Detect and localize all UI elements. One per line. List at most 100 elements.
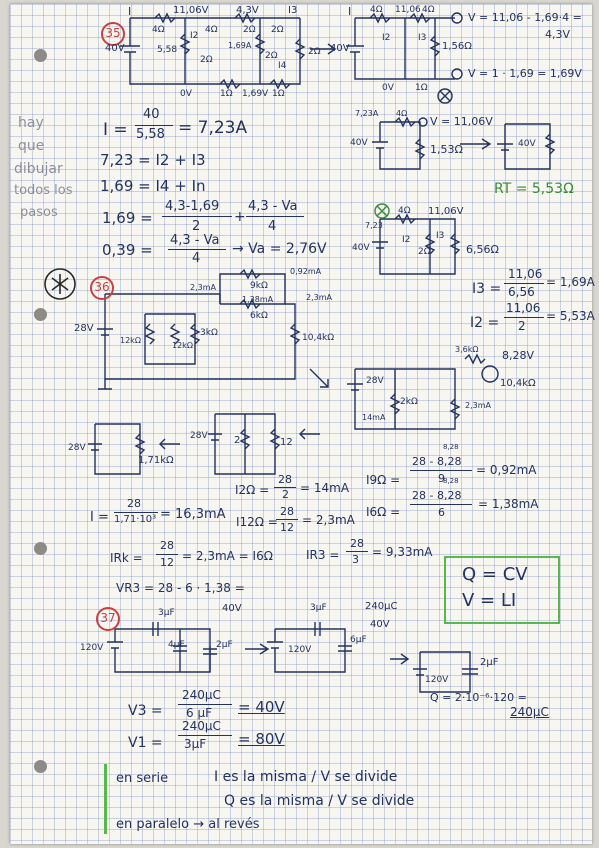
source-label: 28V [190,431,208,441]
current-label: 1,38mA [242,295,274,304]
current-label: I2 [382,33,391,43]
equation-lhs: V1 = [128,735,163,751]
equation-result: = 14mA [300,481,350,495]
side-note-line: hay [18,115,44,131]
fraction-bar [178,704,232,705]
capacitor-label: 2μF [216,640,233,650]
formula-line: Q = CV [462,564,528,585]
fraction-bar [246,216,304,217]
fraction-denominator: 4 [268,219,277,234]
equation-line: V = 1 · 1,69 = 1,69V [468,67,582,80]
resistor-label: 1Ω [415,83,428,93]
fraction-denominator: 3 [352,553,359,566]
fraction-bar [162,216,232,217]
fraction-denominator: 6 μF [186,706,212,720]
current-label: 14mA [362,413,386,422]
source-label: 120V [425,675,449,685]
current-label: I3 [436,231,445,241]
equation-result: = 16,3mA [160,507,226,522]
fraction-bar [504,283,544,284]
annotation-value: 8,28 [443,443,459,451]
equation-lhs: 0,39 = [102,241,153,259]
equation-lhs: I = [103,120,128,140]
fraction-bar [346,551,368,552]
resistor-label: 5,58 [157,45,178,55]
note-margin-line [104,764,107,834]
resistor-label: 1,53Ω [430,143,463,156]
resistor-label: 4Ω [370,5,383,15]
resistor-label: 4Ω [205,25,218,35]
current-label: 7,23 [365,221,383,230]
resistor-label: 3kΩ [200,328,218,338]
equation-result: = 5,53A [546,309,595,323]
fraction-bar [410,504,472,505]
fraction-bar [276,519,298,520]
resistor-label: 2Ω [200,55,213,65]
total-resistance: RT = 5,53Ω [494,181,574,197]
resistor-label: 1Ω [220,89,233,99]
fraction-bar [135,125,173,126]
resistor-label: 10,4kΩ [302,333,335,343]
fraction-bar [274,487,296,488]
fraction-denominator: 5,58 [136,127,165,142]
side-note-line: pasos [20,205,58,220]
notebook-page: 35 I 11,06V 4,3V I3 4Ω 4Ω 2Ω 2Ω 40V 5,58… [10,4,595,844]
equation-lhs: I2Ω = [235,483,270,497]
formula-box [444,556,560,624]
fraction-numerator: 28 - 8,28 [412,489,462,502]
source-label: 40V [330,43,350,54]
annotation-value: 8,28 [443,477,459,485]
equation-result: 240μC [510,705,549,719]
voltage-label: 11,06V [173,5,209,16]
problem-number-badge: 35 [101,22,125,46]
equation-result: = 80V [238,730,285,748]
resistor-label: 4Ω [398,206,411,216]
fraction-numerator: 240μC [182,688,221,702]
fraction-denominator: 2 [518,319,526,333]
fraction-numerator: 4,3-1,69 [165,199,220,214]
source-label: 40V [518,139,536,149]
source-label: 40V [352,243,370,253]
current-label: I4 [278,61,287,71]
fraction-bar [504,317,544,318]
current-label: I2 [402,235,411,245]
fraction-numerator: 4,3 - Va [170,233,220,248]
voltage-label: 40V [370,619,390,630]
equation-lhs: I12Ω = [236,515,278,529]
equation-lhs: IRk = [110,551,143,565]
note-line: en paralelo → al revés [116,817,260,832]
equation-result: = 0,92mA [476,463,537,477]
equation-line: 7,23 = I2 + I3 [100,151,206,169]
plus-sign: + [234,209,246,225]
resistor-label: 4Ω [152,25,165,35]
equation-line: 1,69 = I4 + In [100,177,206,195]
resistor-label: 1,71kΩ [138,455,174,466]
current-label: 1,69A [228,41,252,50]
source-label: 28V [74,323,94,334]
resistor-label: 4Ω [422,5,435,15]
fraction-bar [410,470,472,471]
voltage-label: 40V [222,603,242,614]
current-label: I3 [288,5,298,16]
binder-hole [34,760,47,773]
resistor-label: 6,56Ω [466,243,499,256]
fraction-denominator: 2 [282,488,289,501]
equation-line: VR3 = 28 - 6 · 1,38 = [116,581,245,595]
capacitor-label: 2μF [480,657,499,668]
source-label: 40V [105,43,125,54]
fraction-numerator: 28 - 8,28 [412,455,462,468]
current-label: I2 [190,31,199,41]
resistor-label: 2Ω [243,25,256,35]
side-note-line: todos los [14,183,73,198]
equation-lhs: I9Ω = [366,473,401,487]
circuit-drawings [44,12,556,693]
side-note-line: que [18,138,45,154]
fraction-bar [168,249,226,250]
fraction-denominator: 2 [192,219,201,234]
fraction-numerator: 240μC [182,719,221,733]
note-line: Q es la misma / V se divide [224,793,415,809]
resistor-label: 3,6kΩ [455,345,479,354]
fraction-numerator: 28 [350,537,364,550]
fraction-denominator: 12 [160,556,174,569]
resistor-label: 2Ω [265,51,278,61]
